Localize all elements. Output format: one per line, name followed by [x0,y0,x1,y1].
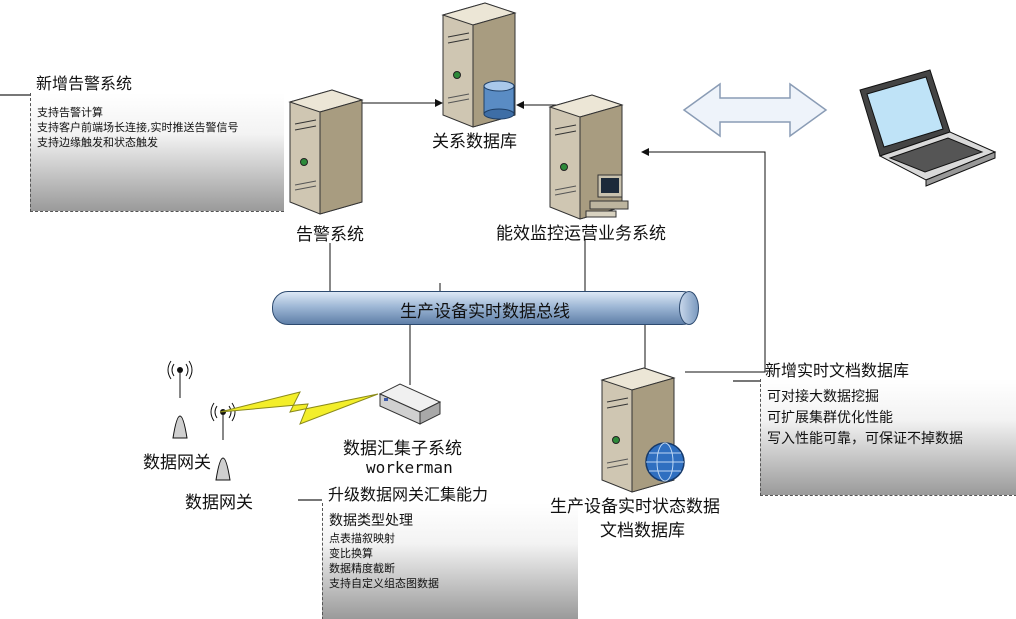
alarm-note-item: 支持边缘触发和状态触发 [37,136,158,149]
docdb-note-item: 可对接大数据挖掘 [767,389,879,405]
docdb-label-line2: 文档数据库 [600,521,685,541]
gateway-2-label: 数据网关 [185,493,253,513]
data-bus-label: 生产设备实时数据总线 [400,302,570,322]
gateway-note-item: 支持自定义组态图数据 [329,577,439,590]
docdb-label-line1: 生产设备实时状态数据 [550,497,720,517]
alarm-note: 支持告警计算 支持客户前端场长连接,实时推送告警信号 支持边缘触发和状态触发 [30,93,284,212]
docdb-note-item: 写入性能可靠，可保证不掉数据 [767,431,963,447]
docdb-note-item: 可扩展集群优化性能 [767,410,893,426]
gateway-note-item: 数据精度截断 [329,562,395,575]
gateway-note-title: 升级数据网关汇集能力 [328,485,489,504]
bus-end-cap [679,291,699,325]
alarm-note-title: 新增告警系统 [36,74,133,93]
data-bus: 生产设备实时数据总线 [272,291,699,325]
alarm-note-item: 支持客户前端场长连接,实时推送告警信号 [37,121,239,134]
docdb-note-title: 新增实时文档数据库 [765,361,910,380]
gateway-note: 数据类型处理 点表描叙映射 变比换算 数据精度截断 支持自定义组态图数据 [322,503,578,619]
gateway-note-heading: 数据类型处理 [329,513,413,529]
docdb-note: 可对接大数据挖掘 可扩展集群优化性能 写入性能可靠，可保证不掉数据 [760,379,1016,496]
gateway-1-label: 数据网关 [143,453,211,473]
collector-label: 数据汇集子系统 [343,439,462,459]
relational-db-label: 关系数据库 [432,132,517,152]
gateway-note-item: 点表描叙映射 [329,532,395,545]
energy-system-label: 能效监控运营业务系统 [496,224,666,244]
alarm-system-label: 告警系统 [296,225,364,245]
collector-sub-label: workerman [366,458,453,477]
gateway-note-item: 变比换算 [329,547,373,560]
alarm-note-item: 支持告警计算 [37,106,103,119]
link-docdb-energy [641,148,766,373]
